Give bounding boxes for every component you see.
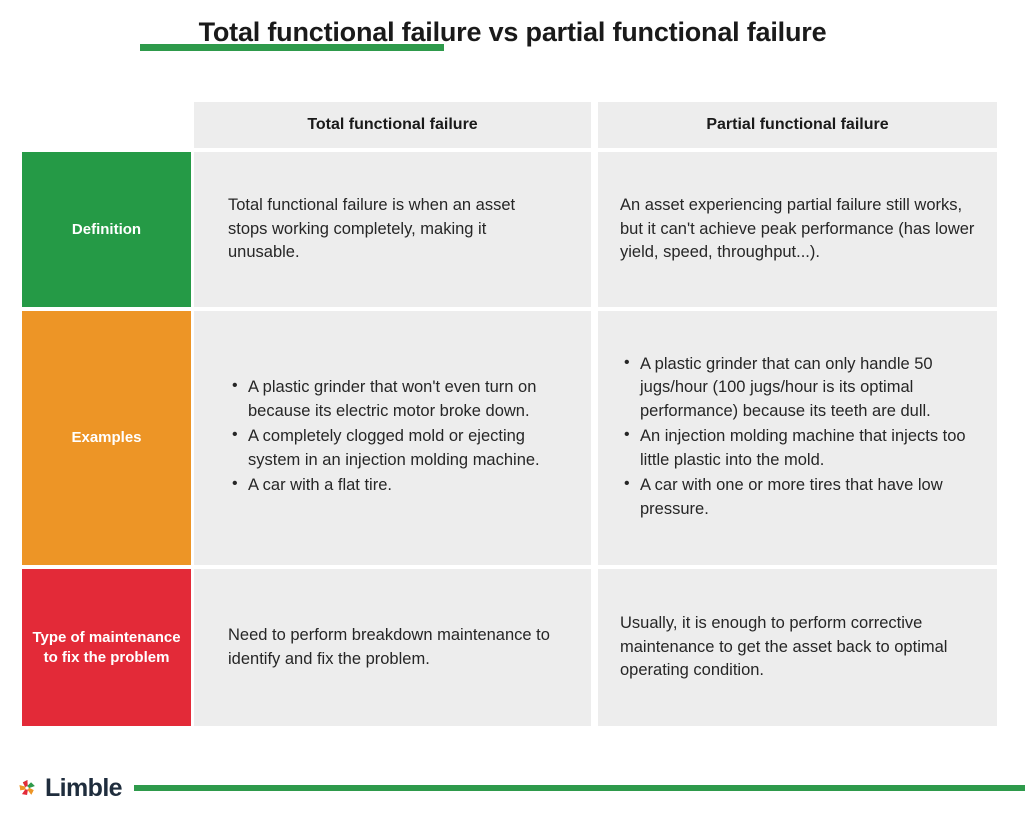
header-label-spacer <box>22 102 191 148</box>
row-label-text: Type of maintenance to fix the problem <box>32 629 181 666</box>
limble-wordmark: Limble <box>45 773 123 802</box>
title-underline-bar <box>140 44 444 51</box>
list-item: An injection molding machine that inject… <box>624 424 975 472</box>
table-header-row: Total functional failure Partial functio… <box>22 102 997 148</box>
row-label-maintenance-type: Type of maintenance to fix the problem <box>22 569 191 726</box>
limble-logo: Limble <box>14 773 123 802</box>
footer: Limble <box>0 768 1025 808</box>
header-cell-total: Total functional failure <box>194 102 591 148</box>
examples-total-cell: A plastic grinder that won't even turn o… <box>194 311 591 565</box>
maintenance-partial-cell: Usually, it is enough to perform correct… <box>598 569 997 726</box>
header-cell-partial: Partial functional failure <box>598 102 997 148</box>
header-partial-functional-failure: Partial functional failure <box>706 116 889 133</box>
definition-total-cell: Total functional failure is when an asse… <box>194 152 591 307</box>
definition-total-text: Total functional failure is when an asse… <box>228 195 516 262</box>
definition-partial-text: An asset experiencing partial failure st… <box>620 195 975 262</box>
page-title: Total functional failure vs partial func… <box>198 17 827 47</box>
list-item: A car with a flat tire. <box>232 473 557 497</box>
row-label-text: Definition <box>71 220 142 238</box>
examples-total-list: A plastic grinder that won't even turn o… <box>228 375 557 499</box>
table-row: Examples A plastic grinder that won't ev… <box>22 311 997 565</box>
maintenance-total-cell: Need to perform breakdown maintenance to… <box>194 569 591 726</box>
maintenance-total-text: Need to perform breakdown maintenance to… <box>228 625 550 668</box>
row-label-examples: Examples <box>22 311 191 565</box>
row-label-text: Examples <box>71 429 142 447</box>
limble-pinwheel-icon <box>14 775 40 801</box>
table-row: Type of maintenance to fix the problem N… <box>22 569 997 726</box>
header-total-functional-failure: Total functional failure <box>307 116 478 133</box>
list-item: A car with one or more tires that have l… <box>624 473 975 521</box>
list-item: A completely clogged mold or ejecting sy… <box>232 424 557 472</box>
examples-partial-list: A plastic grinder that can only handle 5… <box>620 352 975 523</box>
definition-partial-cell: An asset experiencing partial failure st… <box>598 152 997 307</box>
title-block: Total functional failure vs partial func… <box>0 16 1025 48</box>
table-row: Definition Total functional failure is w… <box>22 152 997 307</box>
row-label-definition: Definition <box>22 152 191 307</box>
footer-rule <box>133 785 1025 791</box>
maintenance-partial-text: Usually, it is enough to perform correct… <box>620 613 948 680</box>
examples-partial-cell: A plastic grinder that can only handle 5… <box>598 311 997 565</box>
list-item: A plastic grinder that can only handle 5… <box>624 352 975 423</box>
list-item: A plastic grinder that won't even turn o… <box>232 375 557 423</box>
comparison-table: Total functional failure Partial functio… <box>22 102 997 730</box>
